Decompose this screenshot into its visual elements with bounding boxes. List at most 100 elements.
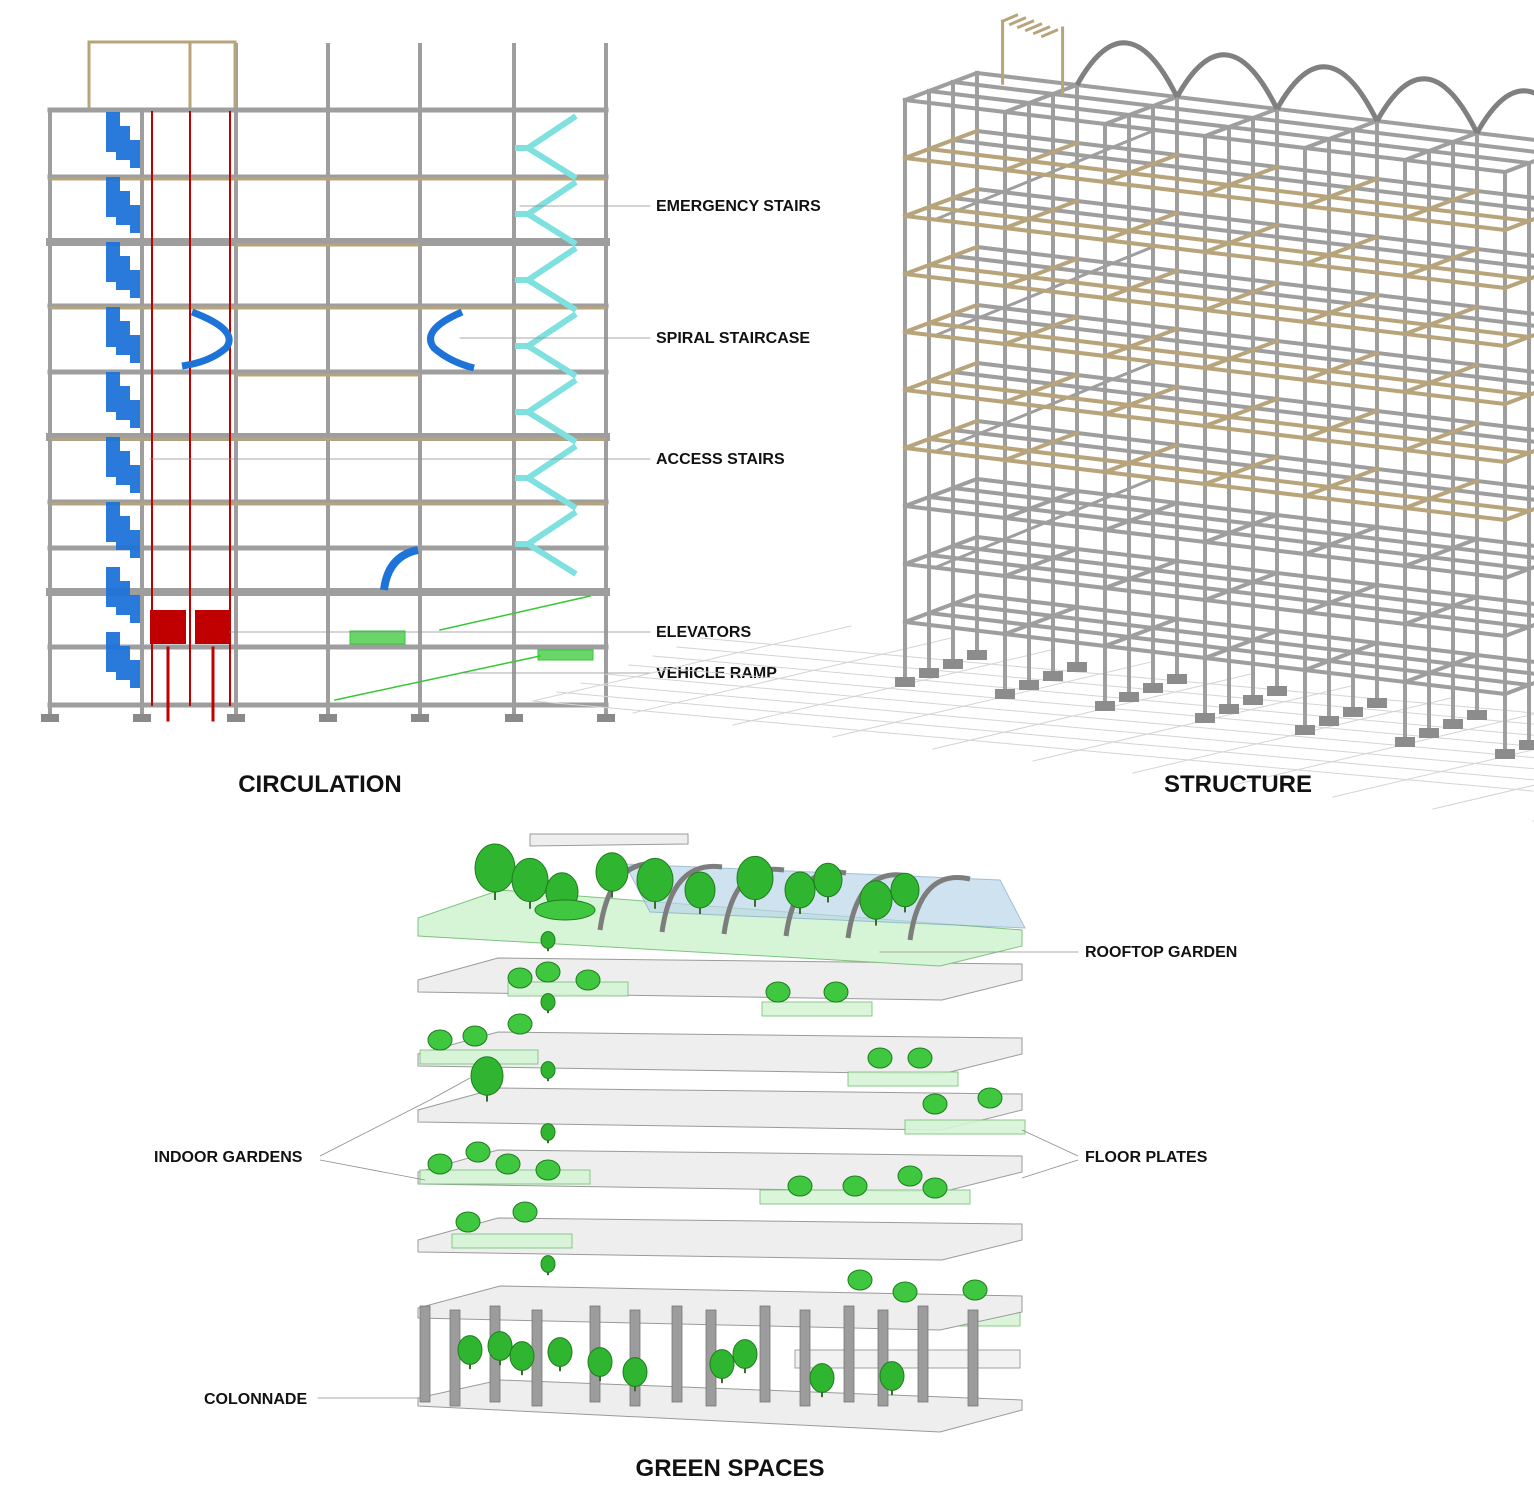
column-footing <box>1095 701 1115 711</box>
timber-beam <box>902 360 980 393</box>
rooftop-tree <box>636 857 674 903</box>
emergency-stair-flight <box>522 245 578 313</box>
column-footing <box>1343 707 1363 717</box>
colonnade-column <box>419 1305 431 1403</box>
timber-beam <box>902 418 980 451</box>
ground-grid-line <box>628 664 1534 747</box>
structure-steel-frame <box>902 70 1534 754</box>
timber-beam <box>1402 478 1480 511</box>
ground-grid-line <box>556 691 1534 781</box>
colonnade-column <box>799 1309 811 1407</box>
steel-beam <box>1302 524 1380 557</box>
colonnade-column <box>877 1309 889 1407</box>
rooftop-tree <box>511 857 549 903</box>
steel-beam <box>1202 628 1280 661</box>
steel-beam <box>902 476 980 509</box>
spiral-stair <box>380 546 419 591</box>
roof-arch <box>1374 76 1480 135</box>
spiral-stair <box>427 308 475 372</box>
column-footing <box>1295 725 1315 735</box>
colonnade-tree <box>547 1337 573 1367</box>
label-colonnade: COLONNADE <box>204 1391 307 1408</box>
timber-beam <box>1402 188 1480 221</box>
timber-beam <box>1302 408 1380 441</box>
steel-beam <box>1402 594 1480 627</box>
colonnade-tree <box>809 1363 835 1393</box>
column-footing <box>1443 719 1463 729</box>
steel-beam <box>1102 500 1180 533</box>
steel-beam <box>1102 616 1180 649</box>
emergency-stairs-drawing <box>515 113 578 577</box>
circulation-floor-slabs <box>46 107 610 708</box>
rooftop-tree <box>784 871 816 909</box>
timber-beam <box>1202 280 1280 313</box>
elevator-car <box>195 610 231 644</box>
colonnade-tree <box>509 1341 535 1371</box>
shrub <box>922 1093 948 1115</box>
spiral-stair <box>181 308 233 370</box>
timber-beam <box>1202 222 1280 255</box>
green-spaces-exploded-axonometric: ROOFTOP GARDEN INDOOR GARDENS FLOOR PLAT… <box>154 833 1237 1482</box>
rooftop-tree <box>474 843 516 893</box>
elevator-car <box>150 610 186 644</box>
footing <box>41 714 59 722</box>
timber-beam <box>1402 362 1480 395</box>
column-footing <box>1267 686 1287 696</box>
floor-plate <box>417 1217 1023 1261</box>
steel-beam <box>1302 640 1380 673</box>
emergency-stair-flight <box>522 443 578 511</box>
access-stair-flight <box>106 242 140 298</box>
rooftop-tree <box>890 872 920 908</box>
shrub <box>462 1025 488 1047</box>
rooftop-tree <box>736 855 774 901</box>
elevators-drawing <box>150 111 231 722</box>
steel-beam <box>1002 488 1080 521</box>
column-footing <box>1019 680 1039 690</box>
access-stairs-drawing <box>106 112 140 688</box>
shrub <box>427 1153 453 1175</box>
colonnade-column <box>917 1305 929 1403</box>
steel-beam <box>1302 118 1380 151</box>
steel-beam <box>1402 130 1480 163</box>
steel-beam <box>1302 582 1380 615</box>
rooftop-pergola <box>87 40 237 112</box>
access-stair-flight <box>106 502 140 558</box>
rooftop-tree <box>813 862 843 898</box>
shrub <box>507 1013 533 1035</box>
structure-roof-arches <box>1074 40 1534 135</box>
footing <box>411 714 429 722</box>
access-stair-flight <box>106 112 140 168</box>
timber-beam <box>1502 274 1534 291</box>
timber-beam <box>1402 420 1480 453</box>
steel-beam <box>1002 604 1080 637</box>
ground-grid-line <box>932 673 1252 750</box>
timber-beam <box>1302 350 1380 383</box>
pergola-slat <box>1008 16 1027 27</box>
emergency-stair-flight <box>522 377 578 445</box>
indoor-tree <box>470 1056 504 1096</box>
timber-beam <box>1002 314 1080 347</box>
colonnade-tree <box>457 1335 483 1365</box>
timber-beam <box>1502 506 1534 523</box>
steel-beam <box>902 592 980 625</box>
shrub <box>535 1159 561 1181</box>
title-circulation: CIRCULATION <box>238 771 402 798</box>
colonnade-tree <box>487 1331 513 1361</box>
structure-timber-beams <box>902 13 1534 523</box>
timber-beam <box>1502 448 1534 465</box>
ground-grid-line <box>1332 749 1534 798</box>
leader-line <box>319 1077 471 1157</box>
shrub <box>977 1087 1003 1109</box>
steel-beam <box>1402 652 1480 685</box>
footing <box>133 714 151 722</box>
ground-grid-line <box>580 682 1534 770</box>
timber-beam <box>1302 234 1380 267</box>
label-access-stairs: ACCESS STAIRS <box>656 451 785 468</box>
timber-beam <box>1302 466 1380 499</box>
pergola-slat <box>1024 22 1043 33</box>
access-stair-flight <box>106 567 140 623</box>
shrub <box>847 1269 873 1291</box>
steel-beam <box>1002 82 1080 115</box>
access-stair-flight <box>106 437 140 493</box>
colonnade-tree <box>622 1357 648 1387</box>
